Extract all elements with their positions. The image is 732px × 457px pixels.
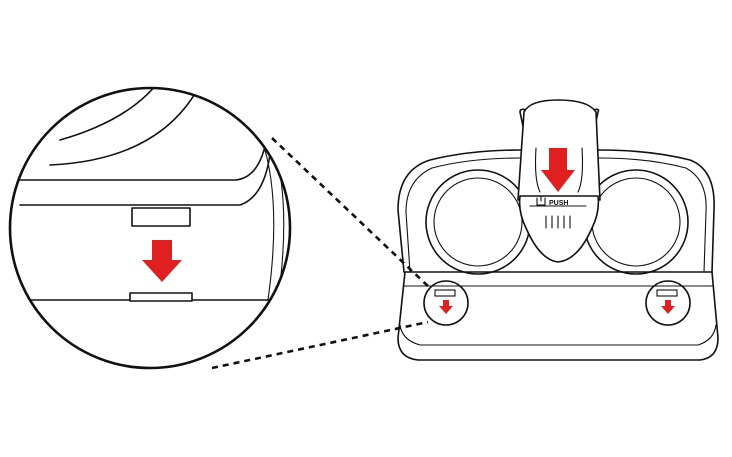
push-text: PUSH xyxy=(549,200,568,207)
arrow-down-icon xyxy=(541,148,575,192)
magnified-detail xyxy=(8,86,292,370)
callout-leaders xyxy=(211,137,431,370)
case-base xyxy=(397,271,719,361)
case-shell xyxy=(397,149,715,273)
arrow-down-icon xyxy=(661,300,675,314)
earbud-cavity-left xyxy=(425,169,531,275)
marker-right xyxy=(645,280,691,326)
arrow-down-icon xyxy=(439,300,453,314)
lid-open-icon xyxy=(536,195,546,206)
marker-left xyxy=(423,280,469,326)
lid-latch xyxy=(517,99,601,263)
arrow-down-icon xyxy=(142,240,182,282)
charging-case: PUSH xyxy=(397,99,719,361)
case-base-bottom-edge xyxy=(399,324,717,346)
lid-latch-body xyxy=(518,195,600,263)
push-label: PUSH xyxy=(536,195,568,207)
